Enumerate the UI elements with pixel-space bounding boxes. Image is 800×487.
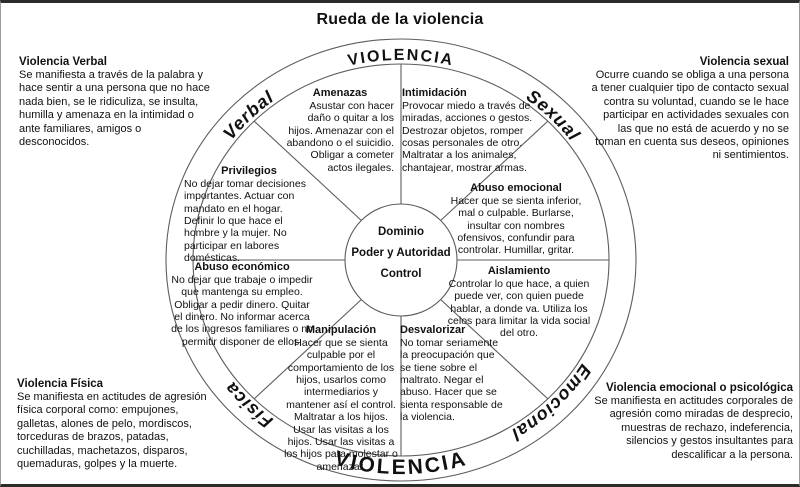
segment-privilegios: Privilegios No dejar tomar decisiones im… (184, 165, 314, 265)
hub-text: Dominio Poder y Autoridad Control (331, 226, 471, 280)
segment-manipulacion-title: Manipulación (305, 324, 377, 336)
hub-line-poder-autoridad: Poder y Autoridad (351, 247, 451, 259)
corner-violencia-sexual: Violencia sexual Ocurre cuando se obliga… (591, 55, 789, 163)
spoke-northeast (438, 120, 549, 223)
hub-line-control: Control (380, 268, 422, 280)
corner-violencia-sexual-title: Violencia sexual (699, 56, 789, 68)
spoke-southwest (253, 297, 364, 400)
segment-intimidacion-title: Intimidación (402, 87, 467, 99)
corner-violencia-emocional-title: Violencia emocional o psicológica (605, 382, 793, 394)
spoke-northwest (253, 120, 364, 223)
segment-abuso-economico: Abuso económico No dejar que trabaje o i… (170, 261, 314, 348)
spoke-southeast (438, 297, 549, 400)
corner-violencia-fisica-title: Violencia Física (17, 378, 104, 390)
segment-intimidacion: Intimidación Provocar miedo a través de … (402, 87, 534, 174)
hub-line-dominio: Dominio (378, 226, 424, 238)
corner-violencia-verbal: Violencia Verbal Se manifiesta a través … (19, 55, 213, 149)
page-title: Rueda de la violencia (316, 11, 484, 28)
ring-label-violencia-top: VIOLENCIA (346, 47, 455, 70)
segment-privilegios-body: No dejar tomar decisiones importantes. A… (184, 177, 306, 265)
wheel-diagram: VIOLENCIA VIOLENCIA Verbal Sexual Emocio… (165, 38, 637, 482)
corner-violencia-fisica: Violencia Física Se manifiesta en actitu… (17, 377, 215, 471)
segment-desvalorizar-title: Desvalorizar (400, 324, 466, 336)
hub-circle (344, 203, 458, 317)
ring-label-violencia-top-text: VIOLENCIA (346, 47, 453, 70)
segment-abuso-emocional-body: Hacer que se sienta inferior, mal o culp… (450, 194, 582, 257)
segment-desvalorizar-body: No tomar seriamente la preocupación que … (400, 336, 503, 424)
outer-ring-circle (165, 38, 637, 482)
corner-violencia-verbal-title: Violencia Verbal (19, 56, 108, 68)
segment-amenazas-body: Asustar con hacer daño o quitar a los hi… (286, 99, 394, 174)
segment-amenazas: Amenazas Asustar con hacer daño o quitar… (286, 87, 394, 174)
segment-aislamiento-title: Aislamiento (487, 265, 551, 277)
segment-manipulacion: Manipulación Hacer que se sienta culpabl… (284, 324, 398, 473)
segment-abuso-economico-body: No dejar que trabaje o impedir que mante… (171, 273, 313, 348)
segment-intimidacion-body: Provocar miedo a través de miradas, acci… (402, 99, 533, 174)
segment-aislamiento: Aislamiento Controlar lo que hace, a qui… (444, 265, 594, 340)
segment-privilegios-title: Privilegios (221, 165, 277, 177)
segment-abuso-emocional: Abuso emocional Hacer que se sienta infe… (444, 182, 588, 257)
corner-violencia-emocional: Violencia emocional o psicológica Se man… (593, 381, 793, 462)
corner-violencia-verbal-body: Se manifiesta a través de la palabra y h… (19, 69, 210, 149)
corner-violencia-emocional-body: Se manifiesta en actitudes corporales de… (594, 395, 793, 461)
segment-abuso-emocional-title: Abuso emocional (470, 182, 562, 194)
segment-manipulacion-body: Hacer que se sienta culpable por el comp… (284, 336, 398, 473)
segment-desvalorizar: Desvalorizar No tomar seriamente la preo… (400, 324, 506, 424)
segment-amenazas-title: Amenazas (312, 87, 368, 99)
segment-aislamiento-body: Controlar lo que hace, a quien puede ver… (447, 277, 591, 340)
corner-violencia-fisica-body: Se manifiesta en actitudes de agresión f… (17, 391, 207, 471)
corner-violencia-sexual-body: Ocurre cuando se obliga a una persona a … (591, 69, 789, 162)
segment-abuso-economico-title: Abuso económico (194, 261, 290, 273)
